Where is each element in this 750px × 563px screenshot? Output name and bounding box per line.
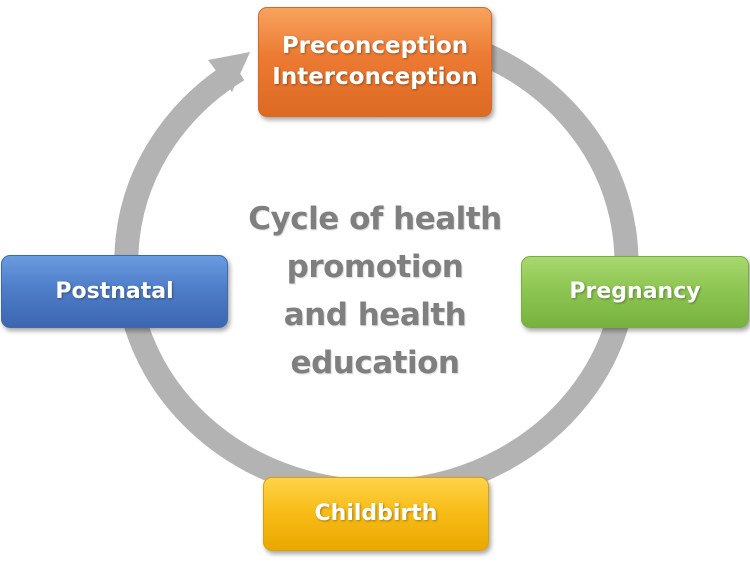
stage-preconception-interconception: Preconception Interconception bbox=[258, 7, 492, 117]
stage-childbirth: Childbirth bbox=[263, 477, 489, 551]
cycle-title-line-2: promotion bbox=[286, 249, 464, 285]
stage-postnatal-label: Postnatal bbox=[55, 278, 174, 304]
cycle-title-line-1: Cycle of health bbox=[248, 201, 502, 237]
stage-childbirth-label: Childbirth bbox=[314, 501, 438, 527]
stage-pregnancy-label: Pregnancy bbox=[569, 279, 701, 305]
cycle-title-line-3: and health bbox=[283, 297, 467, 333]
stage-pregnancy: Pregnancy bbox=[521, 256, 749, 328]
stage-top-line-1: Preconception bbox=[281, 32, 469, 59]
stage-postnatal: Postnatal bbox=[1, 255, 228, 328]
cycle-arrowhead bbox=[208, 52, 250, 92]
cycle-title: Cycle of health promotion and health edu… bbox=[225, 195, 525, 387]
cycle-title-line-4: education bbox=[290, 345, 460, 381]
stage-top-line-2: Interconception bbox=[272, 64, 478, 90]
